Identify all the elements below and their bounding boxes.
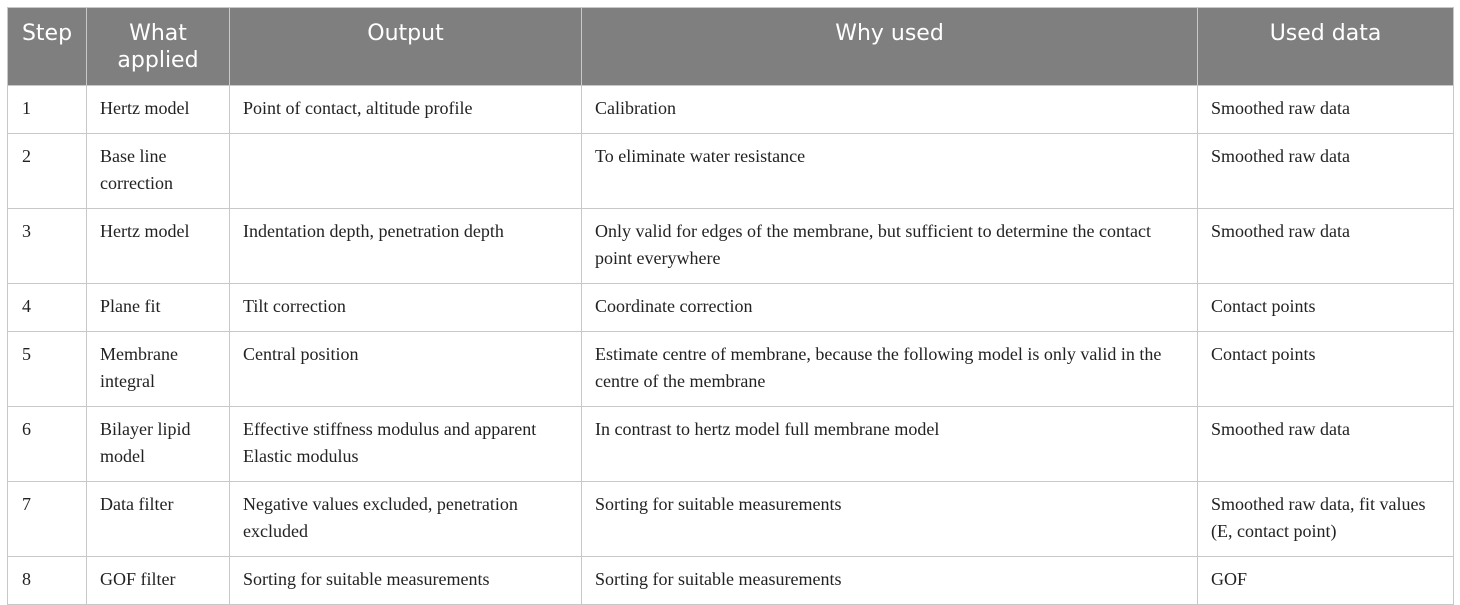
cell-used-data: Smoothed raw data [1197,85,1454,134]
cell-step: 6 [7,406,87,482]
header-what-applied: What applied [86,7,230,86]
cell-used-data: Smoothed raw data, fit values (E, contac… [1197,481,1454,557]
header-row: Step What applied Output Why used Used d… [7,7,1454,86]
cell-step: 4 [7,283,87,332]
table-row: 1 Hertz model Point of contact, altitude… [7,85,1454,134]
cell-step: 2 [7,133,87,209]
table-row: 2 Base line correction To eliminate wate… [7,133,1454,209]
cell-why-used: Only valid for edges of the membrane, bu… [581,208,1198,284]
cell-step: 7 [7,481,87,557]
cell-why-used: Coordinate correction [581,283,1198,332]
cell-what-applied: Hertz model [86,208,230,284]
steps-table: Step What applied Output Why used Used d… [7,7,1454,605]
cell-output: Negative values excluded, penetration ex… [229,481,582,557]
table-header: Step What applied Output Why used Used d… [7,7,1454,86]
cell-used-data: GOF [1197,556,1454,605]
cell-step: 1 [7,85,87,134]
table-row: 5 Membrane integral Central position Est… [7,331,1454,407]
header-step: Step [7,7,87,86]
cell-output: Sorting for suitable measurements [229,556,582,605]
cell-what-applied: Data filter [86,481,230,557]
table-row: 4 Plane fit Tilt correction Coordinate c… [7,283,1454,332]
cell-step: 8 [7,556,87,605]
table-row: 3 Hertz model Indentation depth, penetra… [7,208,1454,284]
cell-why-used: Sorting for suitable measurements [581,481,1198,557]
cell-what-applied: Plane fit [86,283,230,332]
cell-why-used: Calibration [581,85,1198,134]
cell-what-applied: GOF filter [86,556,230,605]
table-row: 7 Data filter Negative values excluded, … [7,481,1454,557]
cell-what-applied: Base line correction [86,133,230,209]
header-why-used: Why used [581,7,1198,86]
cell-what-applied: Hertz model [86,85,230,134]
cell-output: Effective stiffness modulus and apparent… [229,406,582,482]
cell-step: 5 [7,331,87,407]
table-row: 6 Bilayer lipid model Effective stiffnes… [7,406,1454,482]
header-output: Output [229,7,582,86]
cell-why-used: To eliminate water resistance [581,133,1198,209]
cell-what-applied: Bilayer lipid model [86,406,230,482]
table-row: 8 GOF filter Sorting for suitable measur… [7,556,1454,605]
cell-used-data: Smoothed raw data [1197,208,1454,284]
cell-output: Indentation depth, penetration depth [229,208,582,284]
cell-used-data: Smoothed raw data [1197,406,1454,482]
cell-output: Tilt correction [229,283,582,332]
cell-used-data: Contact points [1197,283,1454,332]
cell-step: 3 [7,208,87,284]
table-body: 1 Hertz model Point of contact, altitude… [7,85,1454,605]
cell-output: Point of contact, altitude profile [229,85,582,134]
cell-output [229,133,582,209]
cell-what-applied: Membrane integral [86,331,230,407]
cell-why-used: Sorting for suitable measurements [581,556,1198,605]
cell-used-data: Contact points [1197,331,1454,407]
cell-why-used: Estimate centre of membrane, because the… [581,331,1198,407]
cell-output: Central position [229,331,582,407]
cell-why-used: In contrast to hertz model full membrane… [581,406,1198,482]
cell-used-data: Smoothed raw data [1197,133,1454,209]
header-used-data: Used data [1197,7,1454,86]
